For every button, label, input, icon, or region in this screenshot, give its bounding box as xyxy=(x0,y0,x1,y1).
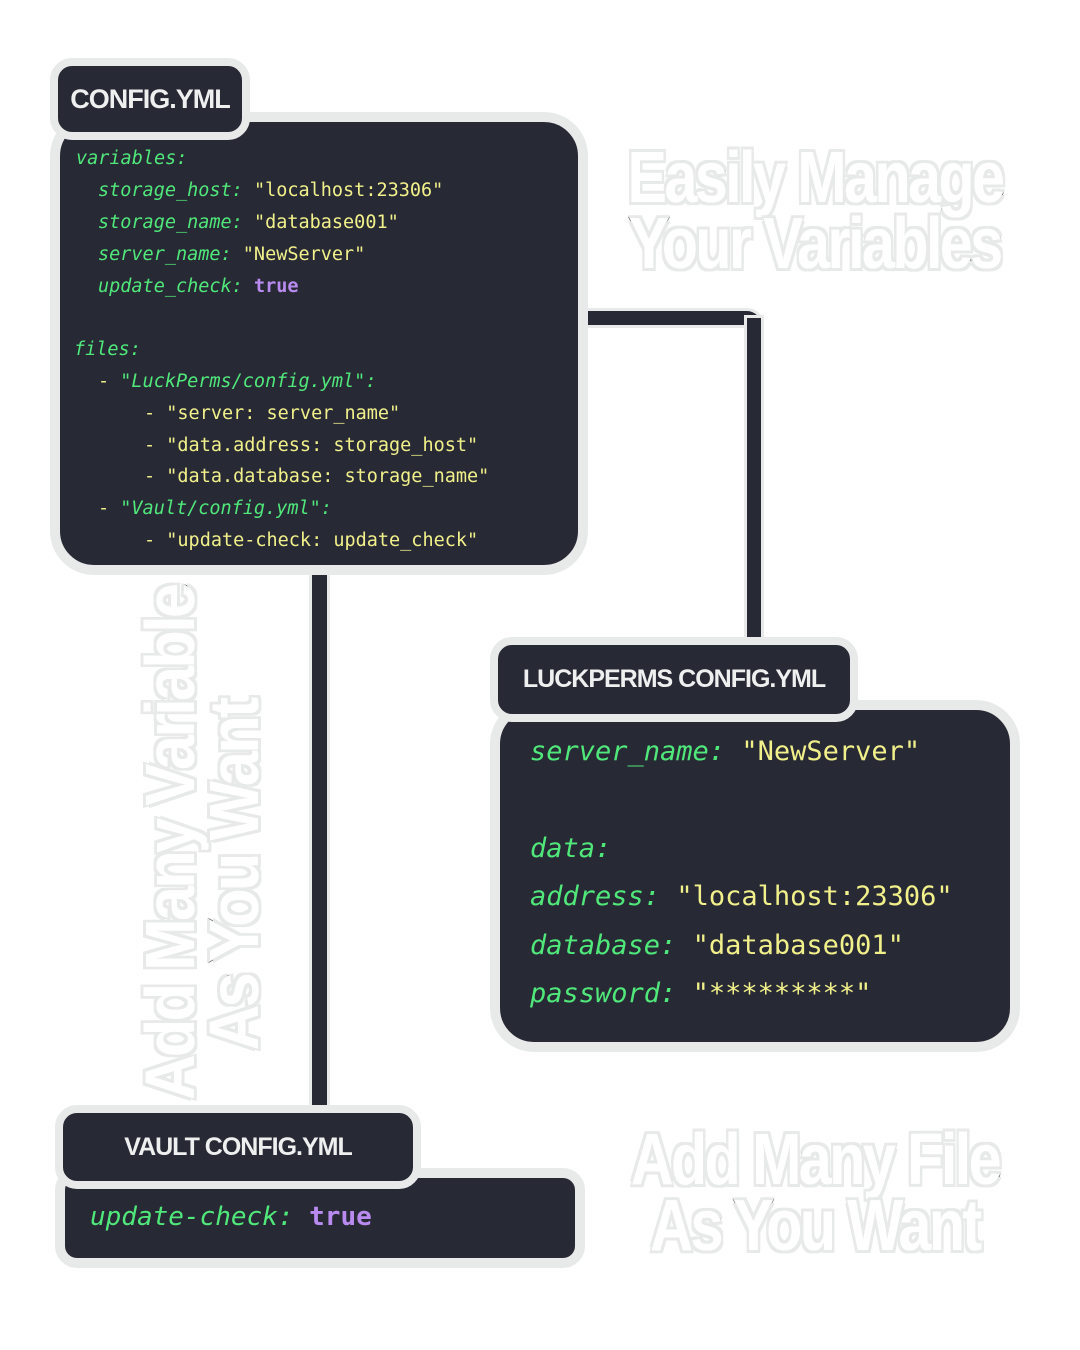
code-line: - "update-check: update_check" xyxy=(144,530,479,551)
code-line: variables: xyxy=(76,148,188,169)
connector-main-to-vault xyxy=(312,570,327,1110)
headline-line: As You Want xyxy=(194,698,275,1051)
code-line: update_check: true xyxy=(98,276,299,297)
code-value: true xyxy=(253,276,299,297)
code-line: - "data.address: storage_host" xyxy=(144,435,479,456)
code-line: - "LuckPerms/config.yml": xyxy=(98,371,376,392)
code-key: server_name: xyxy=(530,736,726,767)
code-value: "*********" xyxy=(692,978,872,1009)
code-line: - "data.database: storage_name" xyxy=(144,466,490,487)
code-key: "Vault/config.yml": xyxy=(120,498,332,519)
code-key: server_name: xyxy=(98,244,232,265)
code-line: - "Vault/config.yml": xyxy=(98,498,332,519)
code-value: "NewServer" xyxy=(242,244,366,265)
config-title: CONFIG.YML xyxy=(50,58,250,140)
headline-line: Your Variables xyxy=(628,204,1004,284)
code-key: storage_host: xyxy=(98,180,243,201)
code-key: address: xyxy=(530,881,661,912)
code-value: "localhost:23306" xyxy=(253,180,444,201)
code-key: database: xyxy=(530,930,677,961)
headline-line: As You Want xyxy=(649,1186,983,1266)
code-line: address: "localhost:23306" xyxy=(530,881,953,912)
code-line: update-check: true xyxy=(90,1202,372,1232)
list-dash: - xyxy=(98,371,121,392)
code-line: server_name: "NewServer" xyxy=(98,244,365,265)
code-line: storage_name: "database001" xyxy=(98,212,399,233)
code-key: update_check: xyxy=(98,276,243,297)
code-line: database: "database001" xyxy=(530,930,904,961)
list-dash: - xyxy=(98,498,121,519)
headline-line: Add Many File xyxy=(630,1120,1003,1200)
headline-bottom: Add Many File As You Want xyxy=(606,1120,1024,1266)
code-value: true xyxy=(309,1202,372,1232)
headline-line: Easily Manage xyxy=(626,138,1006,218)
code-key: storage_name: xyxy=(98,212,243,233)
code-line: files: xyxy=(74,339,141,360)
code-key: password: xyxy=(530,978,677,1009)
code-value: "database001" xyxy=(253,212,399,233)
code-line: password: "*********" xyxy=(530,978,871,1009)
code-value: "database001" xyxy=(692,930,904,961)
code-line: - "server: server_name" xyxy=(144,403,401,424)
headline-top: Easily Manage Your Variables xyxy=(606,138,1024,284)
luckperms-title: LUCKPERMS CONFIG.YML xyxy=(490,637,858,722)
vault-title: VAULT CONFIG.YML xyxy=(55,1105,421,1189)
code-line: data: xyxy=(530,833,612,864)
connector-main-to-luckperms-h xyxy=(585,311,761,325)
luckperms-panel: server_name: "NewServer" data: address: … xyxy=(490,700,1020,1052)
code-key: "LuckPerms/config.yml": xyxy=(120,371,377,392)
code-line: storage_host: "localhost:23306" xyxy=(98,180,443,201)
config-panel: variables: storage_host: "localhost:2330… xyxy=(50,112,588,575)
code-value: "localhost:23306" xyxy=(676,881,953,912)
code-value: "NewServer" xyxy=(741,736,921,767)
code-line: server_name: "NewServer" xyxy=(530,736,920,767)
headline-side: Add Many Variable As You Want xyxy=(130,584,275,1125)
connector-main-to-luckperms-v xyxy=(747,318,761,640)
code-key: update-check: xyxy=(90,1202,294,1232)
